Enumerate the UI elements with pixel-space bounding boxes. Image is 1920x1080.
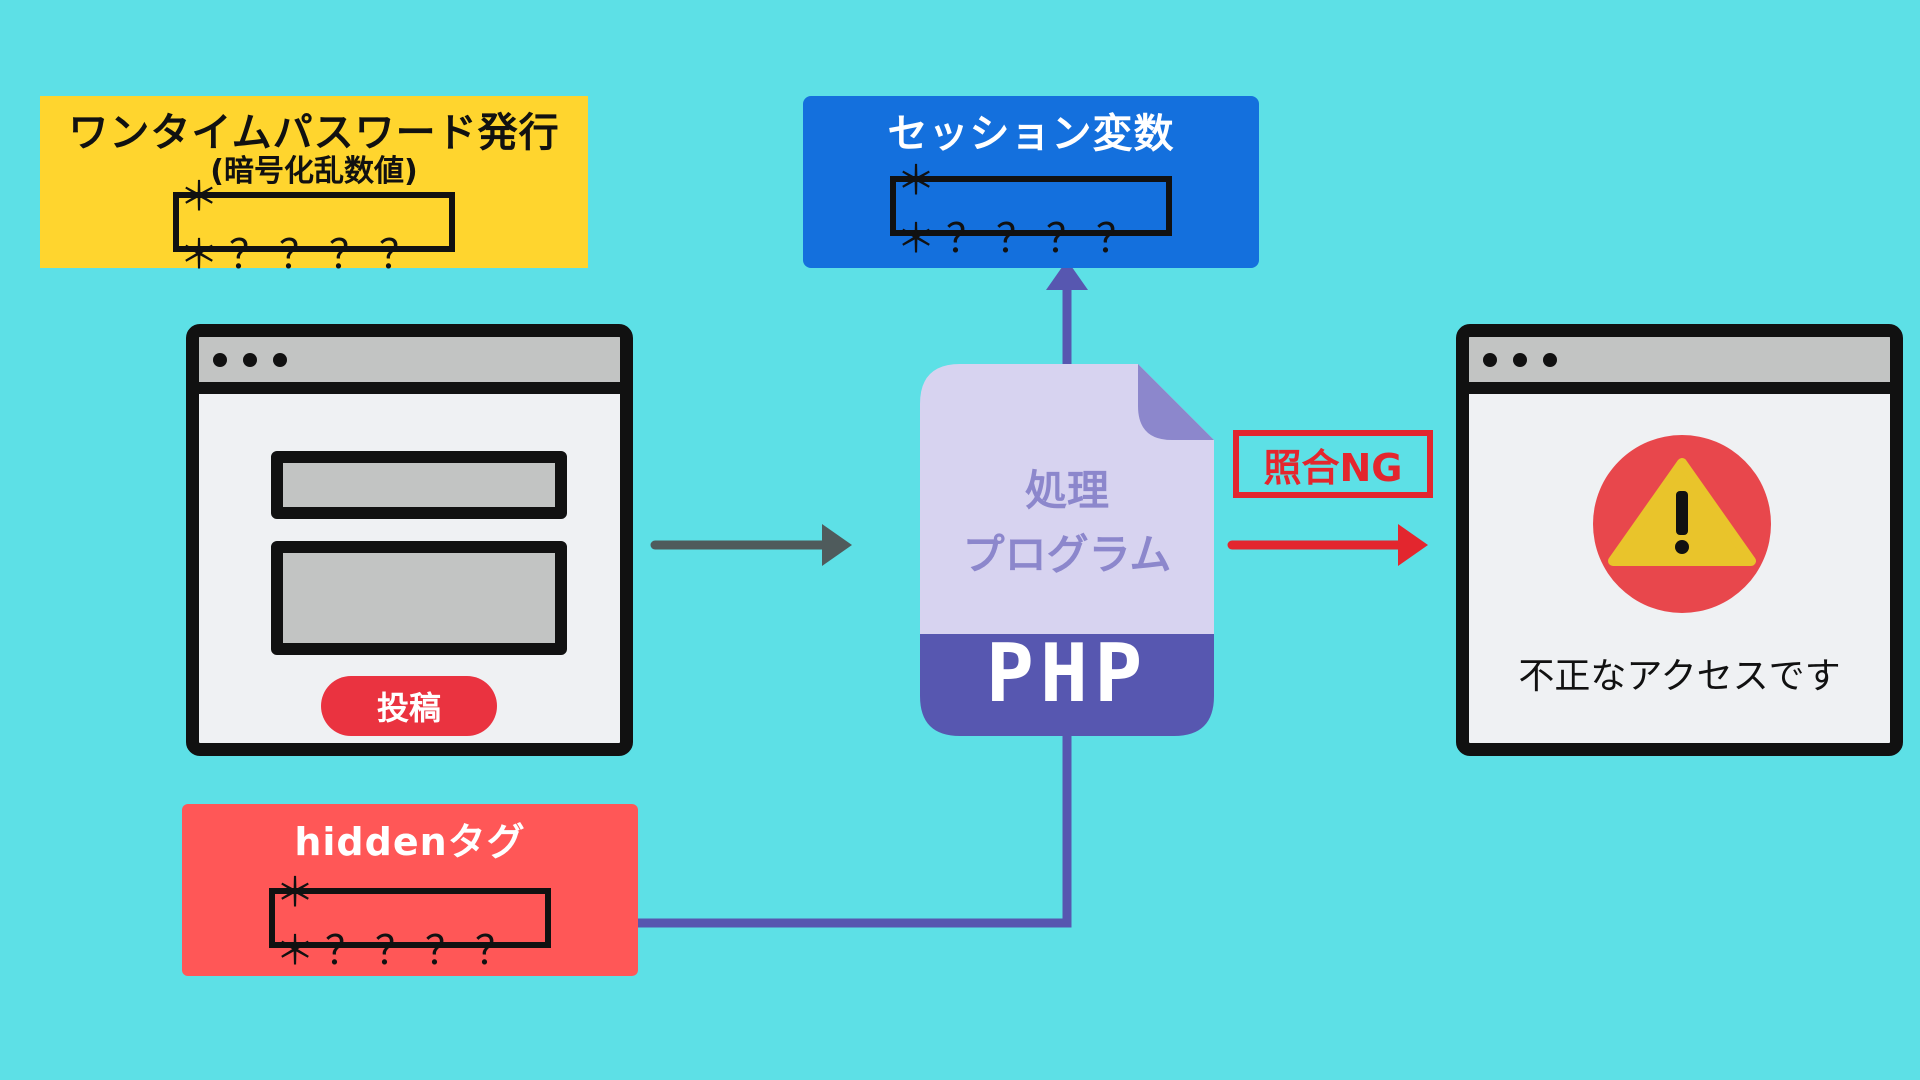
window-dot-icon (1543, 352, 1557, 367)
warning-icon (1593, 435, 1771, 613)
otp-issue-box: ワンタイムパスワード発行 (暗号化乱数値) ＊＊？？？？ (40, 96, 588, 278)
submit-arrowhead (822, 524, 852, 566)
window-dot-icon (1513, 352, 1527, 367)
ng-arrowhead (1398, 524, 1428, 566)
window-dot-icon (213, 352, 227, 367)
form-text-input[interactable] (271, 451, 567, 519)
browser-titlebar (1469, 337, 1890, 394)
otp-issue-title: ワンタイムパスワード発行 (68, 110, 560, 156)
warning-triangle-icon (1608, 458, 1756, 566)
window-dot-icon (243, 352, 257, 367)
window-dot-icon (1483, 352, 1497, 367)
hidden-tag-title: hiddenタグ (294, 820, 526, 864)
post-button[interactable]: 投稿 (321, 676, 497, 736)
php-title-line2: プログラム (962, 530, 1172, 579)
php-program-document: 処理 プログラム PHP (920, 364, 1214, 736)
session-variable-title: セッション変数 (887, 111, 1175, 157)
otp-value-field: ＊＊？？？？ (173, 174, 455, 278)
result-browser-window: 不正なアクセスです (1456, 324, 1903, 756)
session-arrowhead (1046, 260, 1088, 290)
hidden-value-field: ＊＊？？？？ (269, 870, 551, 974)
hidden-tag-box: hiddenタグ ＊＊？？？？ (182, 804, 638, 976)
php-title-line1: 処理 (1024, 466, 1109, 515)
form-textarea[interactable] (271, 541, 567, 655)
otp-issue-subtitle: (暗号化乱数値) (210, 154, 418, 189)
verification-ng-badge: 照合NG (1233, 430, 1433, 498)
session-variable-box: セッション変数 ＊＊？？？？ (803, 96, 1259, 268)
browser-titlebar (199, 337, 620, 394)
session-value-field: ＊＊？？？？ (890, 158, 1172, 262)
invalid-access-message: 不正なアクセスです (1518, 656, 1841, 697)
php-label: PHP (985, 627, 1149, 720)
hidden-arrow (580, 735, 1072, 928)
document-icon (920, 364, 1214, 736)
window-dot-icon (273, 352, 287, 367)
form-browser-window: 投稿 (186, 324, 633, 756)
